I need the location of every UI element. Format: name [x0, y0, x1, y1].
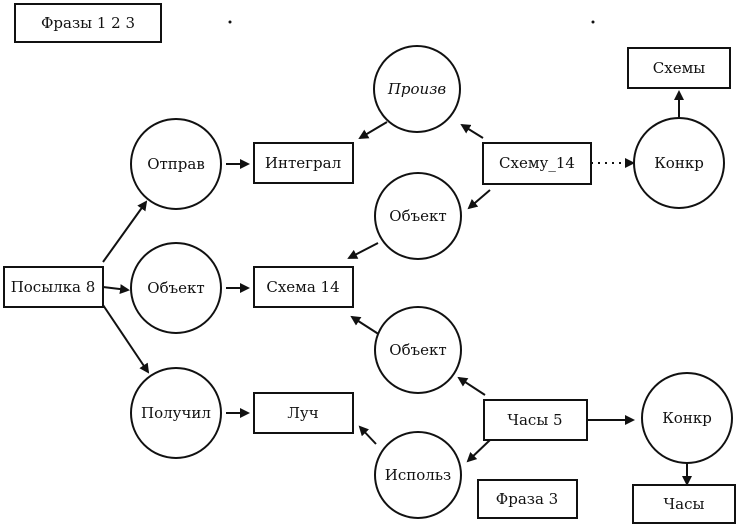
konkr-bottom-label: Конкр	[662, 409, 712, 427]
node-poluchil: Получил	[130, 367, 222, 459]
node-frazy: Фразы 1 2 3	[14, 3, 162, 43]
edge-posylka-obekt	[102, 284, 130, 295]
node-skhemy: Схемы	[627, 47, 731, 89]
luch-label: Луч	[287, 404, 318, 422]
node-obekt-lower: Объект	[374, 306, 462, 394]
obekt-upper-label: Объект	[389, 207, 446, 225]
fraza3-label: Фраза 3	[496, 490, 558, 508]
edge-ispolz-luch	[358, 425, 377, 445]
node-konkr-top: Конкр	[633, 117, 725, 209]
skhemu14-label: Схему_14	[499, 154, 575, 172]
node-konkr-bottom: Конкр	[641, 372, 733, 464]
chasy-label: Часы	[664, 495, 705, 513]
posylka-label: Посылка 8	[11, 278, 96, 296]
ispolz-label: Использ	[385, 466, 451, 484]
edge-proizv-integral	[358, 121, 388, 140]
stray-mark	[228, 20, 232, 24]
edge-obekt-skhema14-upper	[347, 242, 379, 259]
node-obekt-upper: Объект	[374, 172, 462, 260]
edge-posylka-otprav	[102, 200, 148, 263]
node-skhemu14: Схему_14	[482, 142, 592, 185]
node-integral: Интеграл	[253, 142, 354, 184]
node-otprav: Отправ	[130, 118, 222, 210]
otprav-label: Отправ	[147, 155, 205, 173]
obekt-mid-label: Объект	[147, 279, 204, 297]
proizv-label: Произв	[387, 80, 447, 98]
edge-chasy5-obekt	[457, 376, 486, 396]
chasy5-label: Часы 5	[507, 411, 562, 429]
konkr-top-label: Конкр	[654, 154, 704, 172]
frazy-label: Фразы 1 2 3	[41, 14, 135, 32]
obekt-lower-label: Объект	[389, 341, 446, 359]
node-posylka: Посылка 8	[3, 266, 104, 308]
skhema14-label: Схема 14	[266, 278, 339, 296]
stray-mark	[591, 20, 595, 24]
node-fraza3: Фраза 3	[477, 479, 578, 519]
edge-posylka-poluchil	[102, 304, 150, 374]
node-chasy: Часы	[632, 484, 736, 524]
node-ispolz: Использ	[374, 431, 462, 519]
node-obekt-mid: Объект	[130, 242, 222, 334]
integral-label: Интеграл	[265, 154, 341, 172]
edge-skhemu-obekt	[467, 189, 491, 210]
edge-chasy5-ispolz	[466, 439, 491, 463]
node-luch: Луч	[253, 392, 354, 434]
edge-obekt-skhema14-lower	[350, 315, 381, 336]
skhemy-label: Схемы	[653, 59, 705, 77]
node-proizv: Произв	[373, 45, 461, 133]
node-skhema14: Схема 14	[253, 266, 354, 308]
edge-skhemu-proizv	[460, 123, 484, 139]
node-chasy5: Часы 5	[483, 399, 588, 441]
edges	[102, 90, 692, 486]
poluchil-label: Получил	[141, 404, 211, 422]
